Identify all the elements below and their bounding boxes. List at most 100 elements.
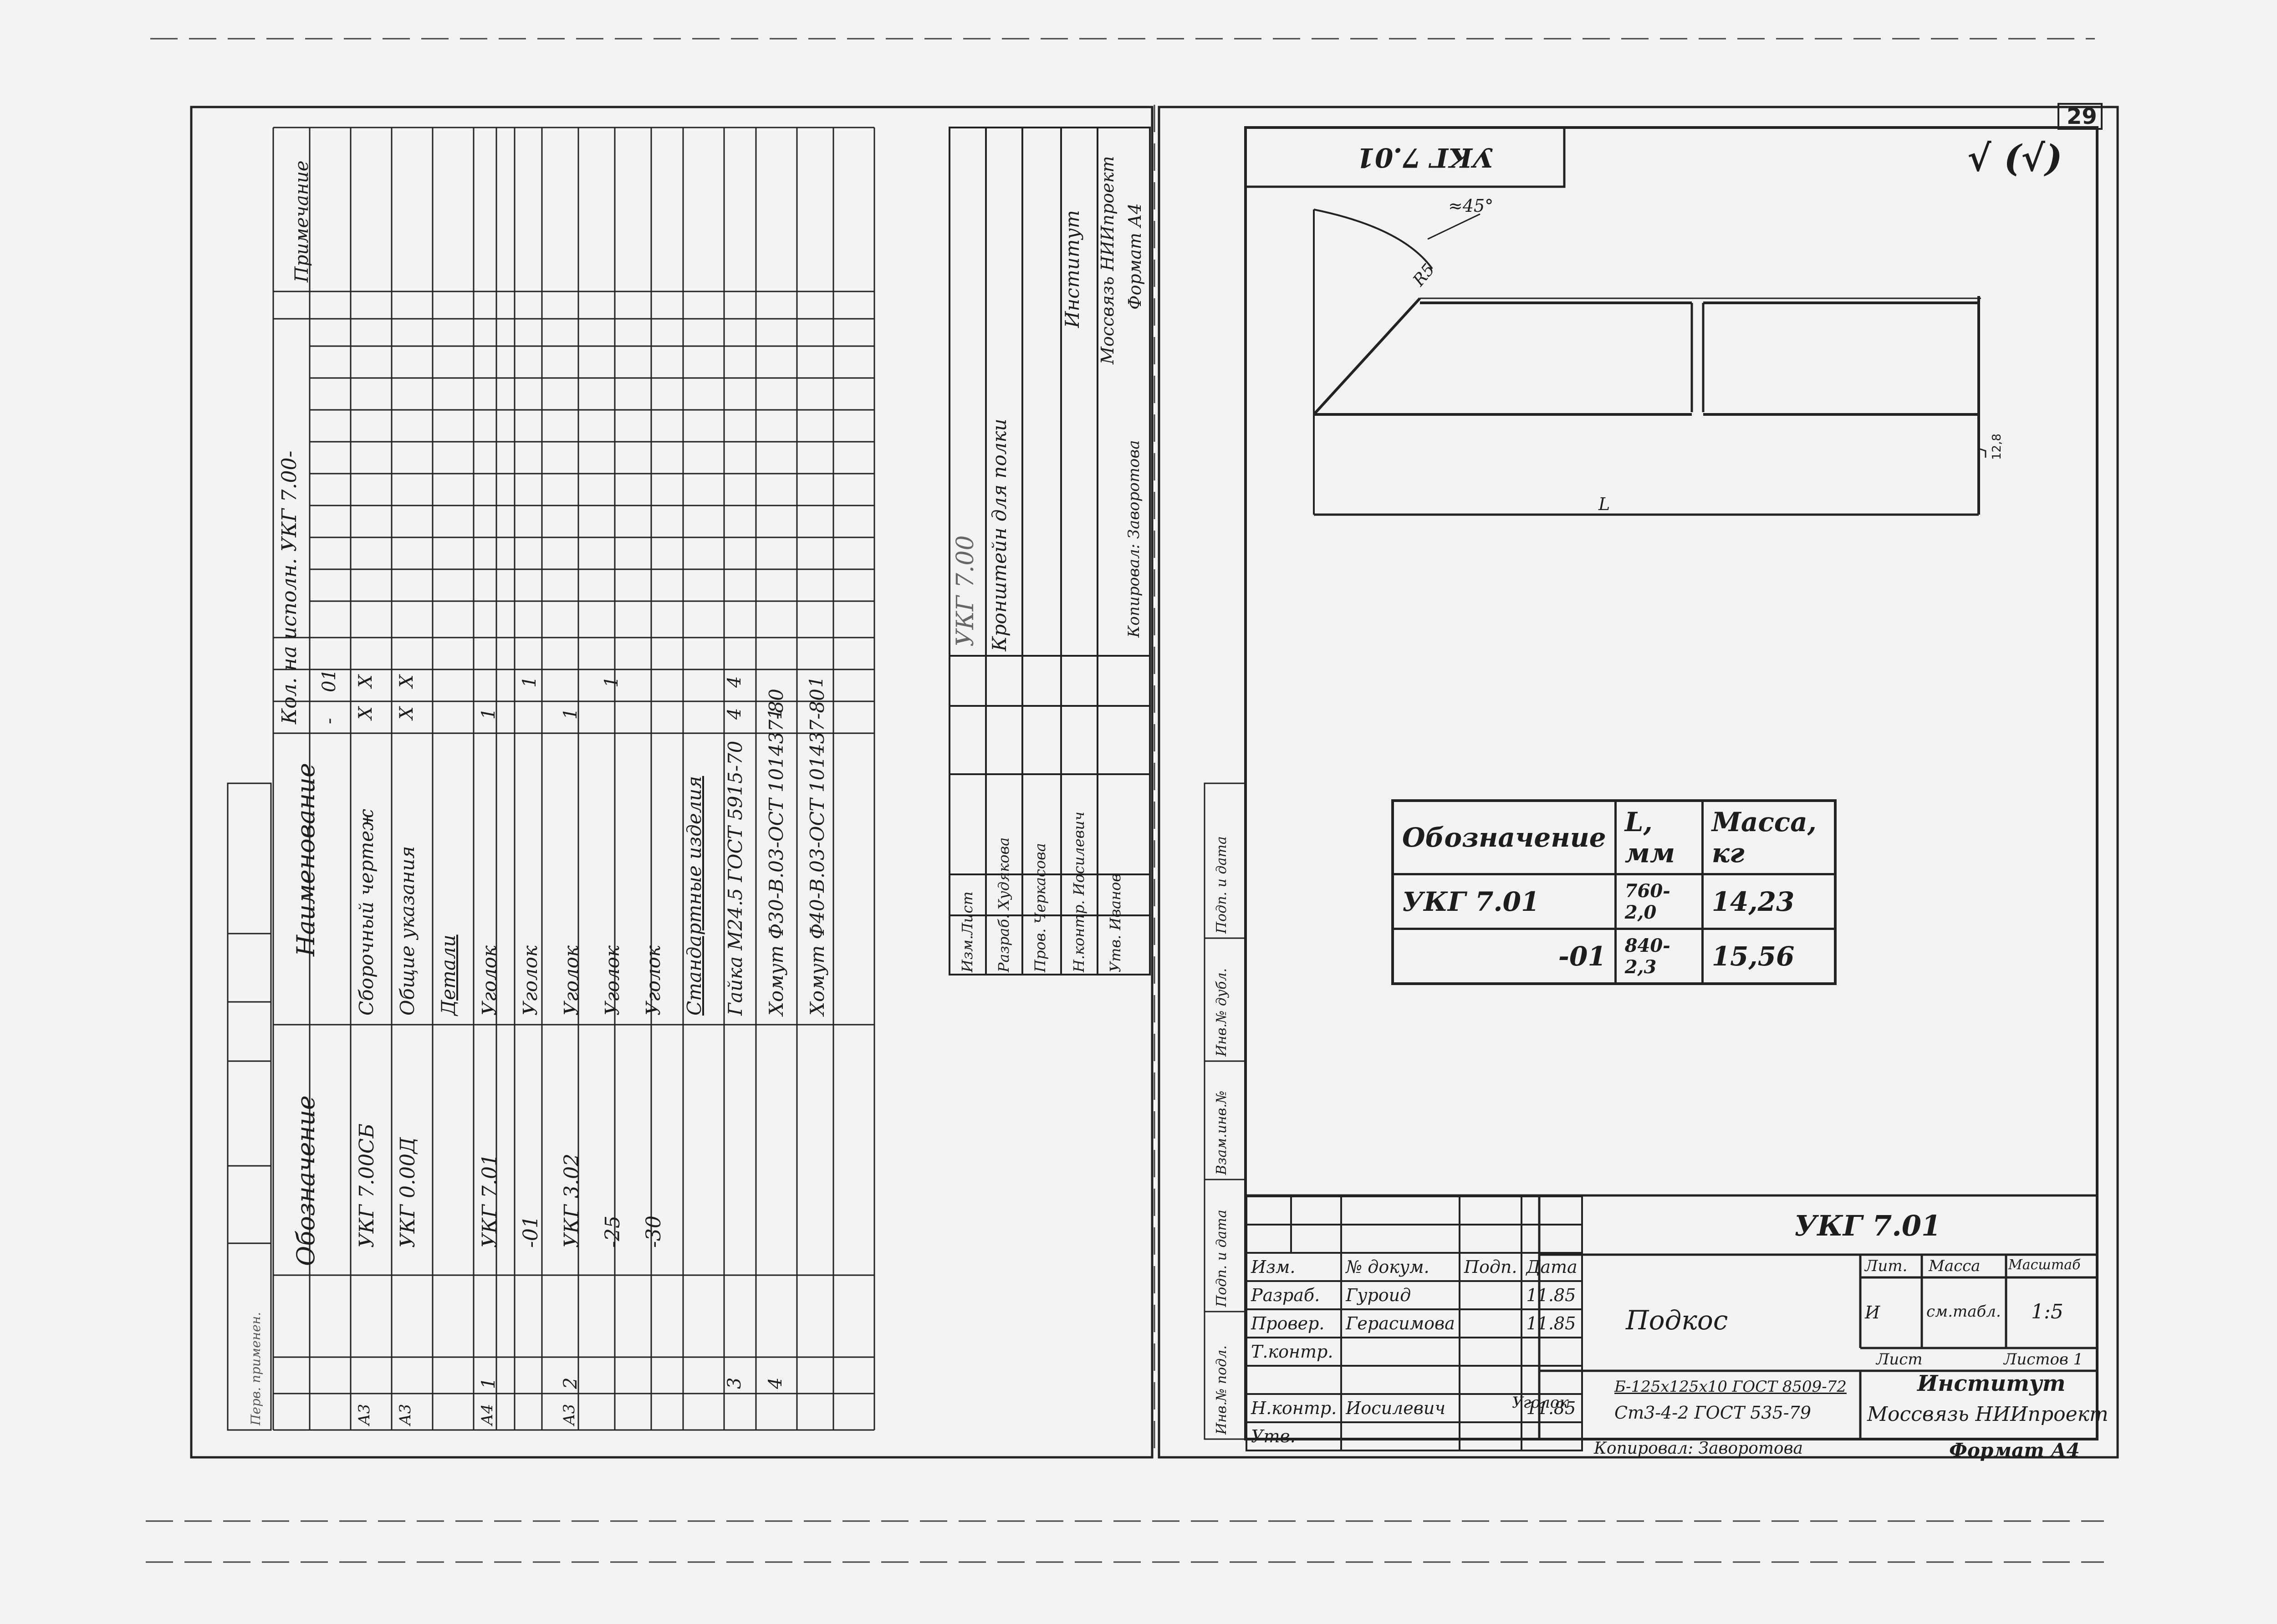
material-line-1: Б-125х125х10 ГОСТ 8509-72 (1614, 1378, 1847, 1396)
role-label: Разраб. (1245, 1280, 1343, 1310)
variant-table-header: Обозначение L, мм Масса, кг (1391, 799, 1837, 875)
spec-cell-designation: УКГ 0.00Д (396, 1137, 419, 1248)
spec-cell-name: Хомут Ф40-В.03-ОСТ 101437-80 (806, 689, 828, 1016)
material-line-2: Ст3-4-2 ГОСТ 535-79 (1614, 1403, 1811, 1423)
spec-cell-name: Уголок (519, 945, 541, 1016)
margin-label-inv-podl: Инв.№ подл. (1214, 1345, 1230, 1435)
role-person: Иосилевич (1340, 1393, 1460, 1423)
spec-first-use: Перв. применен. (248, 1312, 263, 1425)
spec-header-note: Примечание (291, 160, 312, 282)
lit-value: И (1865, 1302, 1880, 1323)
spec-cell-qty-2: 1 (519, 676, 540, 688)
spec-cell-qty-1: X (355, 706, 376, 720)
spec-cell-format: А3 (396, 1404, 414, 1425)
role-date: 11.85 (1521, 1308, 1583, 1338)
spec-cell-designation: УКГ 3.02 (560, 1154, 583, 1248)
org-name-2: Моссвязь НИИпроект (1867, 1403, 2109, 1426)
role-label: Провер. (1245, 1308, 1343, 1338)
left-sheet-frame (190, 106, 1154, 1459)
spec-grid (272, 127, 875, 1431)
spec-cell-name: Уголок (478, 945, 500, 1016)
spec-header-designation: Обозначение (291, 1095, 320, 1266)
spec-cell-format: А4 (478, 1404, 496, 1425)
role-header-date: Дата (1521, 1252, 1583, 1282)
left-margin-strip (227, 782, 272, 1431)
spec-cell-designation: УКГ 7.01 (478, 1154, 501, 1248)
left-role-0: Изм.Лист (959, 891, 976, 972)
roles-header-row: Изм. № докум. Подп. Дата (1245, 1252, 1583, 1282)
scan-artifacts (146, 38, 2104, 1563)
left-title-designation: УКГ 7.00 (952, 535, 979, 647)
mass-value: см.табл. (1926, 1302, 2001, 1321)
spec-cell-qty-1: 1 (560, 708, 581, 720)
spec-cell-qty-2: X (355, 674, 376, 688)
spec-cell-designation: -01 (519, 1215, 542, 1248)
spec-cell-qty-2: X (396, 674, 417, 688)
role-row: Разраб. Гуроид 11.85 (1245, 1280, 1583, 1310)
spec-header-qty: Кол. на исполн. УКГ 7.00- (278, 450, 301, 724)
role-label: Н.контр. (1245, 1393, 1343, 1423)
cell-mass: 14,23 (1701, 873, 1837, 930)
lit-label: Лит. (1865, 1257, 1908, 1275)
left-title-copied: Копировал: Заворотова (1125, 440, 1143, 638)
thickness-label: 12,8 (1990, 434, 2004, 460)
spec-cell-qty-1: 1 (765, 708, 786, 720)
margin-label-podp-date: Подп. и дата (1214, 1210, 1230, 1307)
left-role-3: Н.контр. Иосилевич (1070, 812, 1087, 972)
variant-col-01: 01 (319, 669, 340, 692)
header-designation: Обозначение (1391, 799, 1617, 875)
spec-cell-name: Общие указания (396, 846, 419, 1016)
spec-cell-pos: 4 (765, 1377, 786, 1389)
spec-cell-format: А3 (560, 1404, 578, 1425)
cell-length: 760-2,0 (1614, 873, 1704, 930)
role-header-izm: Изм. (1245, 1252, 1343, 1282)
spec-cell-pos: 3 (724, 1377, 745, 1389)
spec-cell-name: Уголок (642, 945, 664, 1016)
cell-designation: УКГ 7.01 (1391, 873, 1617, 930)
spec-cell-qty-2: 1 (806, 676, 827, 688)
role-person: Герасимова (1340, 1308, 1460, 1338)
spec-cell-pos: 1 (478, 1377, 499, 1389)
spec-cell-qty-1: X (396, 706, 417, 720)
spec-cell-name: Сборочный чертеж (355, 809, 378, 1016)
spec-cell-name: Хомут Ф30-В.03-ОСТ 101437-80 (765, 689, 787, 1016)
right-sheet-frame (1158, 106, 2119, 1459)
sheet-label: Лист (1876, 1350, 1923, 1369)
roughness-symbol: √ (√) (1967, 137, 2063, 179)
left-title-format: Формат А4 (1125, 203, 1145, 310)
header-length: L, мм (1614, 799, 1704, 875)
spec-cell-qty-2: 4 (724, 676, 745, 688)
spec-cell-qty-2: 1 (601, 676, 622, 688)
title-designation: УКГ 7.01 (1794, 1209, 1941, 1242)
rotated-stamp-box (1244, 126, 1566, 188)
role-row: Н.контр. Иосилевич 11.85 (1245, 1393, 1583, 1423)
spec-cell-designation: -30 (642, 1215, 665, 1248)
role-row: Утв. (1245, 1421, 1583, 1451)
left-role-1: Разраб. Худякова (995, 837, 1012, 972)
role-date: 11.85 (1521, 1280, 1583, 1310)
margin-label-inv-dubl: Инв.№ дубл. (1214, 968, 1230, 1057)
left-role-2: Пров. Черкасова (1031, 843, 1049, 972)
role-header-sign: Подп. (1458, 1252, 1523, 1282)
sheets-label: Листов 1 (2004, 1350, 2083, 1369)
role-label: Т.контр. (1245, 1337, 1343, 1367)
spec-cell-pos: 2 (560, 1377, 581, 1389)
role-row: Провер. Герасимова 11.85 (1245, 1308, 1583, 1338)
copied-by: Копировал: Заворотова (1594, 1439, 1803, 1458)
page-number: 29 (2067, 104, 2097, 129)
scale-label: Масштаб (2008, 1257, 2081, 1273)
mass-label: Масса (1929, 1257, 1981, 1275)
spec-cell-designation: УКГ 7.00СБ (355, 1124, 378, 1248)
title-name: Подкос (1626, 1305, 1728, 1336)
variant-row: УКГ 7.01 760-2,0 14,23 (1391, 873, 1837, 930)
revision-roles-table: Изм. № докум. Подп. Дата Разраб. Гуроид … (1245, 1195, 1583, 1451)
variant-table: Обозначение L, мм Масса, кг УКГ 7.01 760… (1391, 799, 1837, 985)
variant-col-dash: - (319, 718, 340, 724)
format-label: Формат А4 (1949, 1439, 2080, 1461)
org-name: Институт (1917, 1371, 2066, 1396)
role-header-doc: № докум. (1340, 1252, 1460, 1282)
cell-designation: -01 (1391, 928, 1617, 985)
spec-cell-designation: -25 (601, 1215, 624, 1248)
page-number-box (2057, 103, 2103, 130)
right-title-block-lines (1246, 1194, 2097, 1439)
